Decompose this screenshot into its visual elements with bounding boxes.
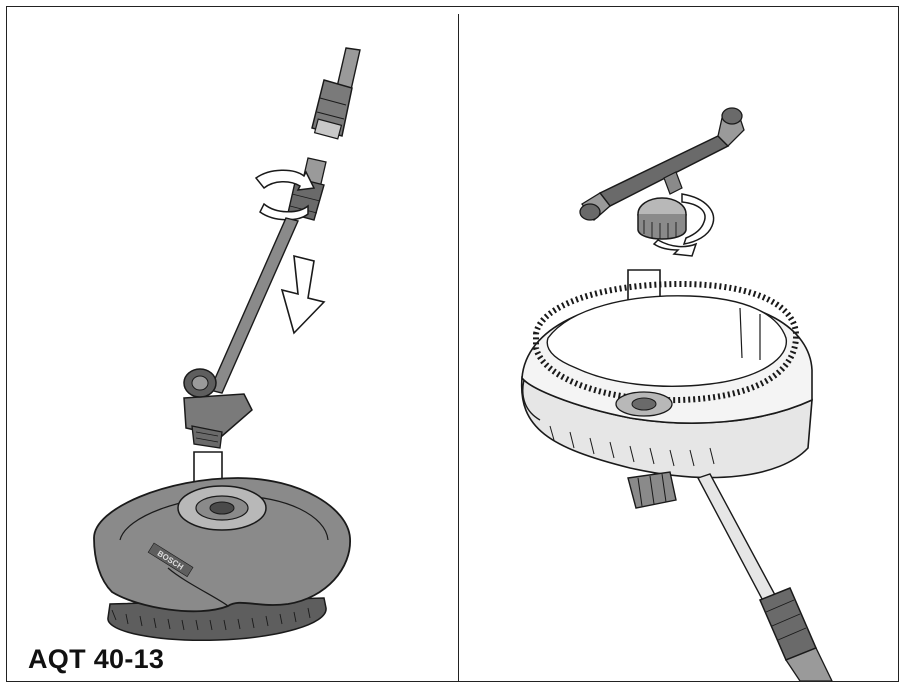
lance-tube-lower	[209, 217, 299, 394]
rotate-arrow-right	[652, 193, 715, 257]
rotate-arrow-left	[254, 169, 316, 221]
housing-knob	[627, 471, 677, 509]
lance-nut-right	[759, 587, 833, 681]
page-frame	[6, 6, 899, 682]
lance-tube-right	[696, 473, 783, 615]
insert-arrow-left	[280, 254, 326, 335]
brush-housing	[520, 280, 813, 479]
rotor-arm	[579, 107, 745, 240]
assembly-figure-left: BOSCH	[8, 8, 457, 681]
panel-divider	[458, 14, 459, 682]
cleaner-adapter	[183, 368, 253, 449]
lance-coupling-nut	[311, 79, 353, 140]
model-label: AQT 40-13	[28, 644, 165, 674]
brush-bristle-ring	[533, 280, 800, 404]
assembly-figure-right	[460, 8, 897, 681]
surface-cleaner-body	[93, 477, 351, 642]
